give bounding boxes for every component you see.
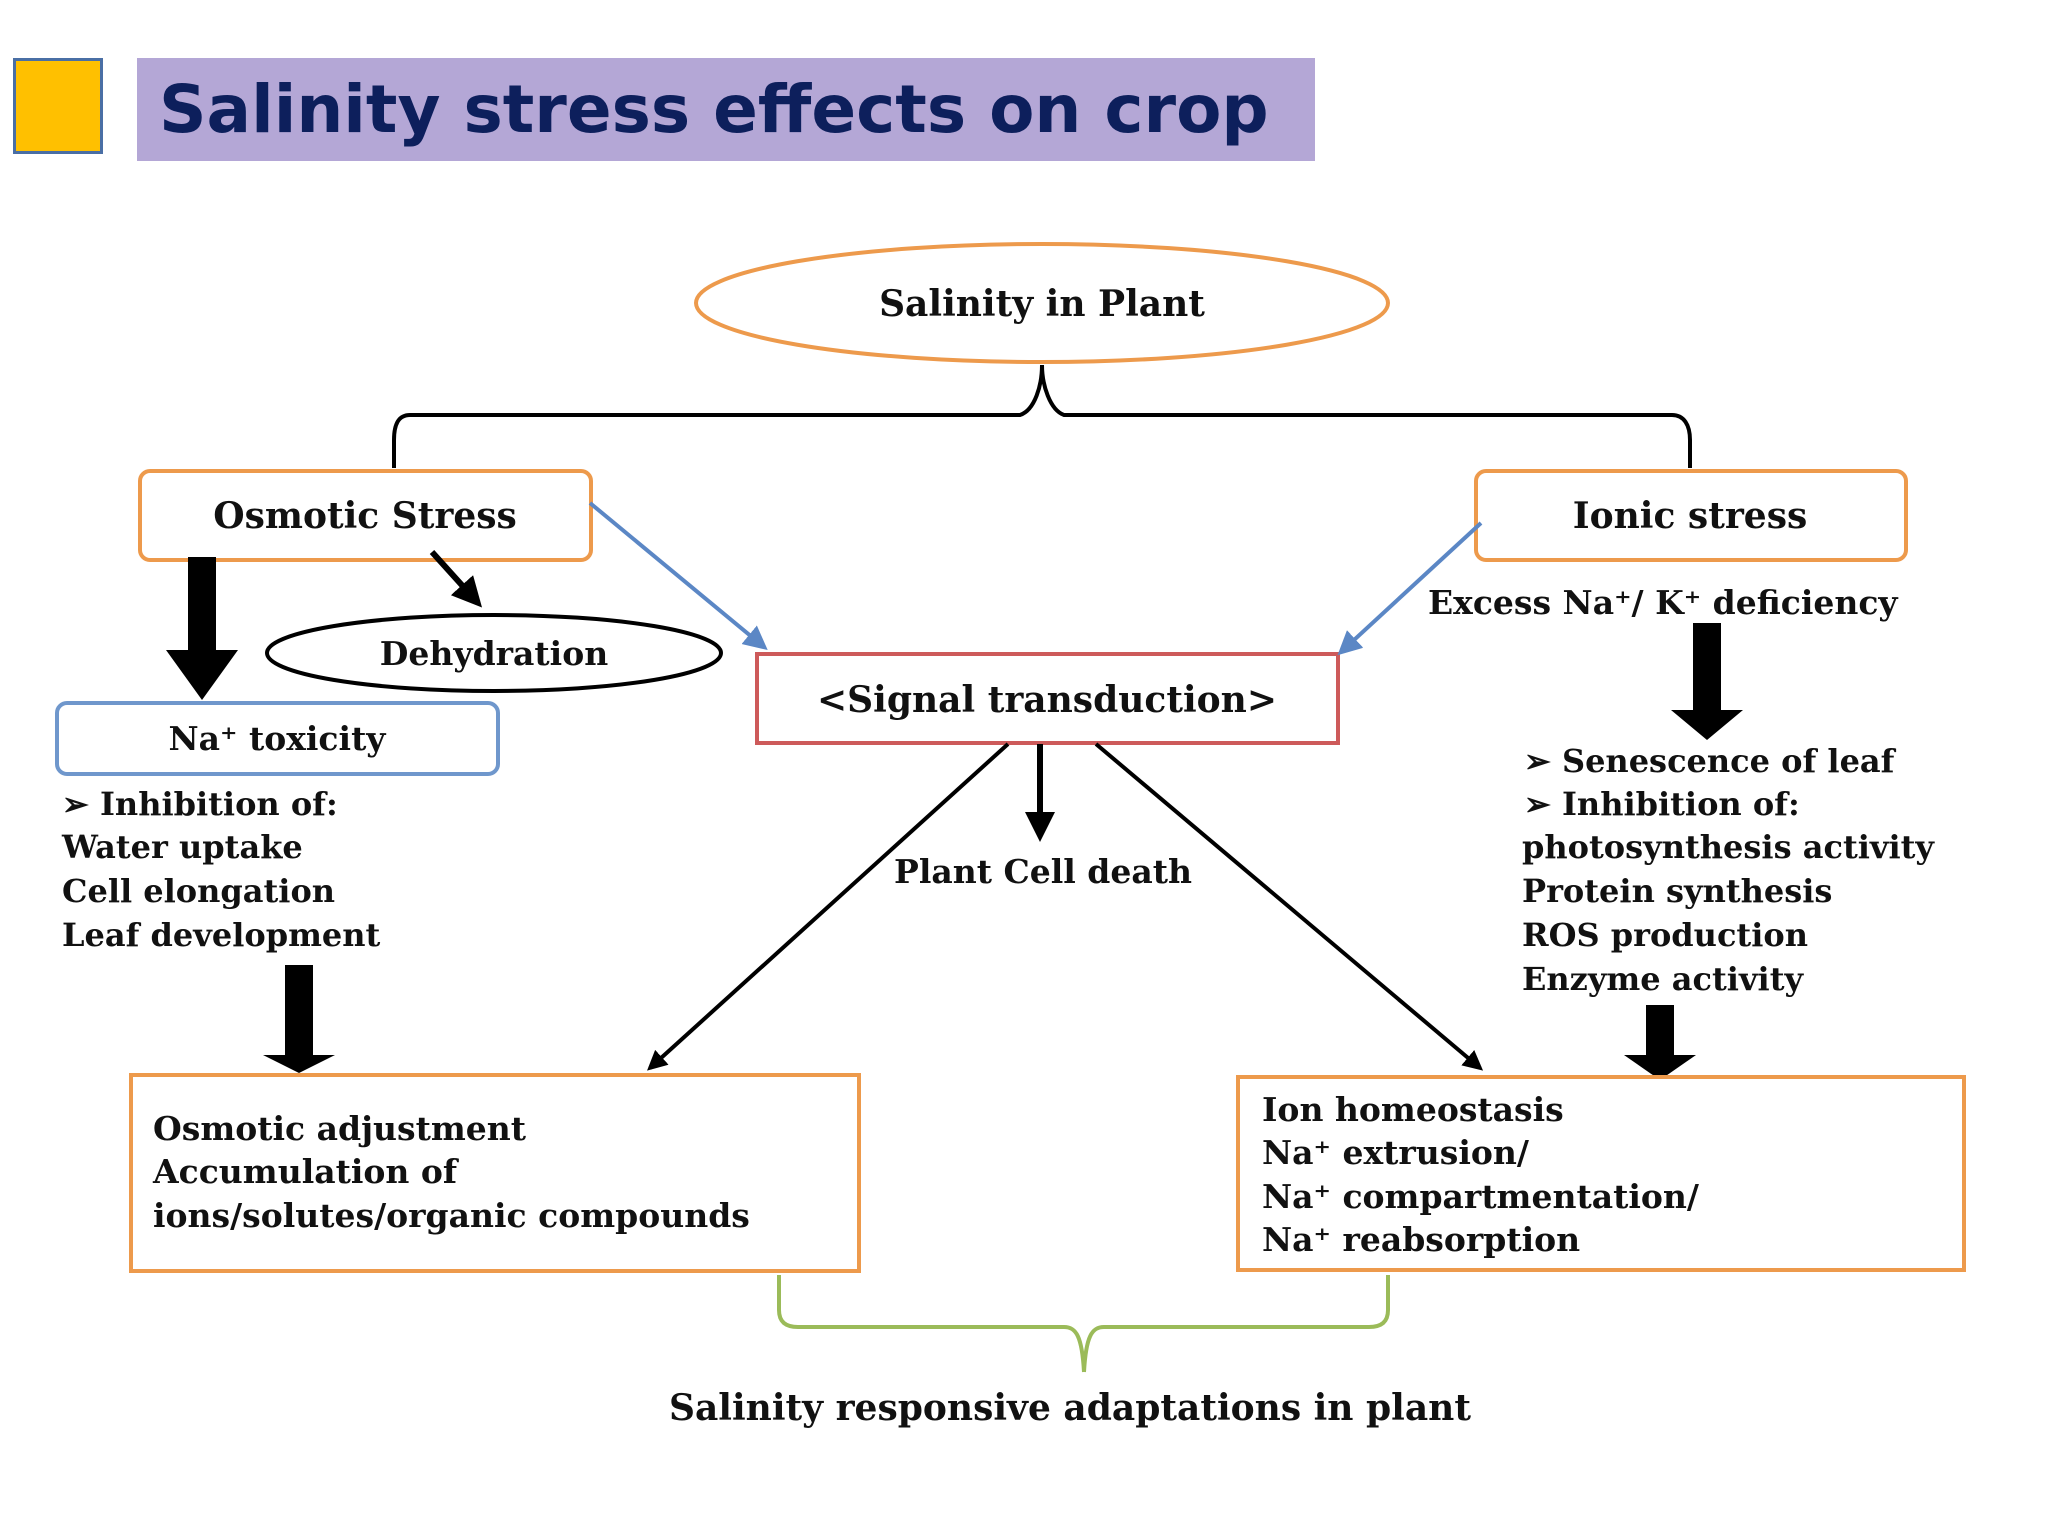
root-brace	[392, 364, 1692, 468]
ionic-effects-list: ➢ Senescence of leaf ➢ Inhibition of: ph…	[1522, 742, 1935, 998]
ion-homeostasis-line: Na⁺ compartmentation/	[1262, 1177, 1700, 1216]
cell-death-label: Plant Cell death	[894, 852, 1192, 891]
osmotic-adjustment-line: ions/solutes/organic compounds	[153, 1196, 750, 1235]
ion-homeostasis-line: Na⁺ reabsorption	[1262, 1220, 1580, 1259]
arrow-signal-to-ion-homeostasis	[1094, 742, 1484, 1071]
yellow-square-icon	[13, 58, 103, 154]
ionic-list-item: Protein synthesis	[1522, 872, 1832, 910]
signal-transduction-label: <Signal transduction>	[817, 679, 1277, 721]
osmotic-list-item: ➢ Inhibition of:	[62, 785, 338, 823]
ion-homeostasis-line: Na⁺ extrusion/	[1262, 1133, 1530, 1172]
ion-homeostasis-line: Ion homeostasis	[1262, 1090, 1564, 1129]
thick-arrow-to-osmotic-adjustment	[263, 965, 335, 1073]
arrow-ionic-to-signal	[1337, 521, 1483, 656]
thick-arrow-osmotic-down	[166, 557, 238, 700]
ionic-sub-label: Excess Na⁺/ K⁺ deficiency	[1428, 583, 1898, 622]
ionic-list-item: ➢ Senescence of leaf	[1524, 742, 1897, 780]
osmotic-list-item: Leaf development	[62, 916, 381, 954]
dehydration-ellipse	[265, 613, 723, 693]
osmotic-adjustment-box	[129, 1073, 861, 1273]
dehydration-label: Dehydration	[380, 634, 608, 673]
adaptations-brace	[777, 1275, 1390, 1373]
ionic-stress-label: Ionic stress	[1573, 495, 1807, 537]
arrow-to-dehydration	[429, 549, 483, 608]
thick-arrow-to-ion-homeostasis	[1624, 1005, 1696, 1080]
title-bar: Salinity stress effects on crop	[137, 58, 1315, 161]
arrow-signal-to-osmotic-adjustment	[647, 742, 1010, 1071]
osmotic-adjustment-line: Accumulation of	[152, 1152, 459, 1191]
ion-homeostasis-box	[1236, 1075, 1966, 1272]
ionic-list-item: photosynthesis activity	[1522, 828, 1935, 866]
osmotic-adjustment-line: Osmotic adjustment	[153, 1109, 527, 1148]
osmotic-list-item: Water uptake	[61, 828, 303, 866]
root-ellipse	[694, 242, 1390, 364]
root-label: Salinity in Plant	[879, 283, 1205, 325]
osmotic-stress-box	[138, 469, 593, 562]
ionic-stress-box	[1474, 469, 1908, 562]
osmotic-list-item: Cell elongation	[62, 872, 335, 910]
ionic-list-item: Enzyme activity	[1522, 960, 1804, 998]
thick-arrow-ionic-down	[1671, 623, 1743, 740]
ionic-list-item: ROS production	[1522, 916, 1808, 954]
adaptations-label: Salinity responsive adaptations in plant	[669, 1387, 1471, 1429]
osmotic-stress-label: Osmotic Stress	[213, 495, 517, 537]
ionic-list-item: ➢ Inhibition of:	[1524, 785, 1800, 823]
arrow-osmotic-to-signal	[588, 501, 768, 651]
signal-transduction-box	[755, 652, 1340, 745]
page-title: Salinity stress effects on crop	[159, 71, 1269, 148]
na-toxicity-label: Na⁺ toxicity	[169, 719, 387, 758]
na-toxicity-box	[55, 701, 500, 776]
osmotic-effects-list: ➢ Inhibition of: Water uptake Cell elong…	[61, 785, 381, 954]
